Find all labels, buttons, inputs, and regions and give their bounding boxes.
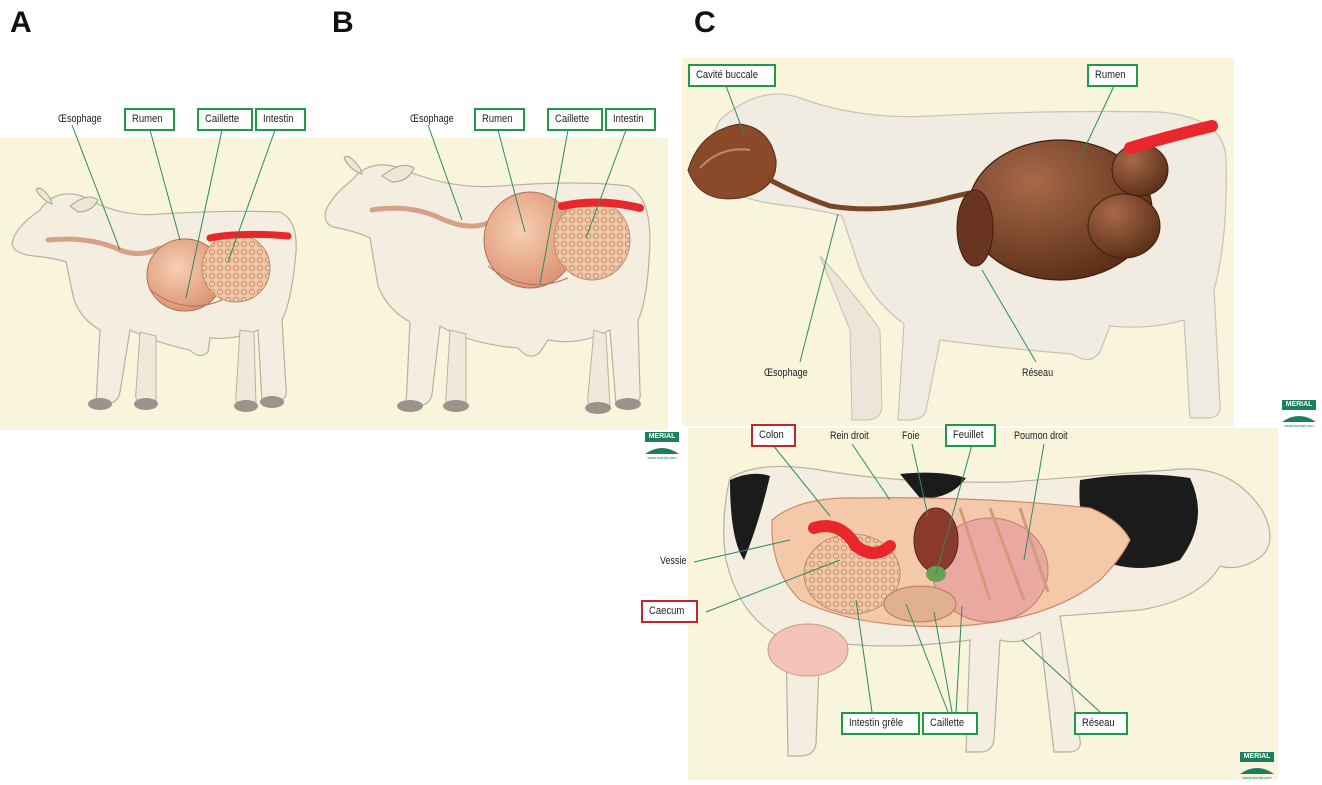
panel-label-b: B: [332, 8, 354, 38]
label-c-oesophage: Œsophage: [764, 368, 808, 379]
label-c-caecum: Caecum: [641, 600, 698, 623]
label-c-cavite-buccale: Cavité buccale: [688, 64, 776, 87]
label-b-rumen: Rumen: [474, 108, 525, 131]
panel-label-c: C: [694, 8, 716, 38]
label-c-feuillet: Feuillet: [945, 424, 996, 447]
label-c-rein-droit: Rein droit: [830, 431, 869, 442]
label-c-colon: Colon: [751, 424, 796, 447]
label-a-oesophage: Œsophage: [58, 114, 102, 125]
merial-logo: MERIAL www.merial.com: [1240, 752, 1274, 782]
merial-logo: MERIAL www.merial.com: [645, 432, 679, 462]
label-a-rumen: Rumen: [124, 108, 175, 131]
label-c-foie: Foie: [902, 431, 920, 442]
panel-label-a: A: [10, 8, 32, 38]
label-c-vessie: Vessie: [660, 556, 687, 567]
label-b-caillette: Caillette: [547, 108, 603, 131]
label-b-intestin: Intestin: [605, 108, 656, 131]
merial-logo: MERIAL www.merial.com: [1282, 400, 1316, 430]
label-c-reseau-top: Réseau: [1022, 368, 1053, 379]
label-b-oesophage: Œsophage: [410, 114, 454, 125]
label-a-caillette: Caillette: [197, 108, 253, 131]
label-c-intestin-grele: Intestin grêle: [841, 712, 920, 735]
label-a-intestin: Intestin: [255, 108, 306, 131]
label-c-caillette: Caillette: [922, 712, 978, 735]
label-c-poumon-droit: Poumon droit: [1014, 431, 1068, 442]
label-c-rumen: Rumen: [1087, 64, 1138, 87]
label-c-reseau-bottom: Réseau: [1074, 712, 1128, 735]
